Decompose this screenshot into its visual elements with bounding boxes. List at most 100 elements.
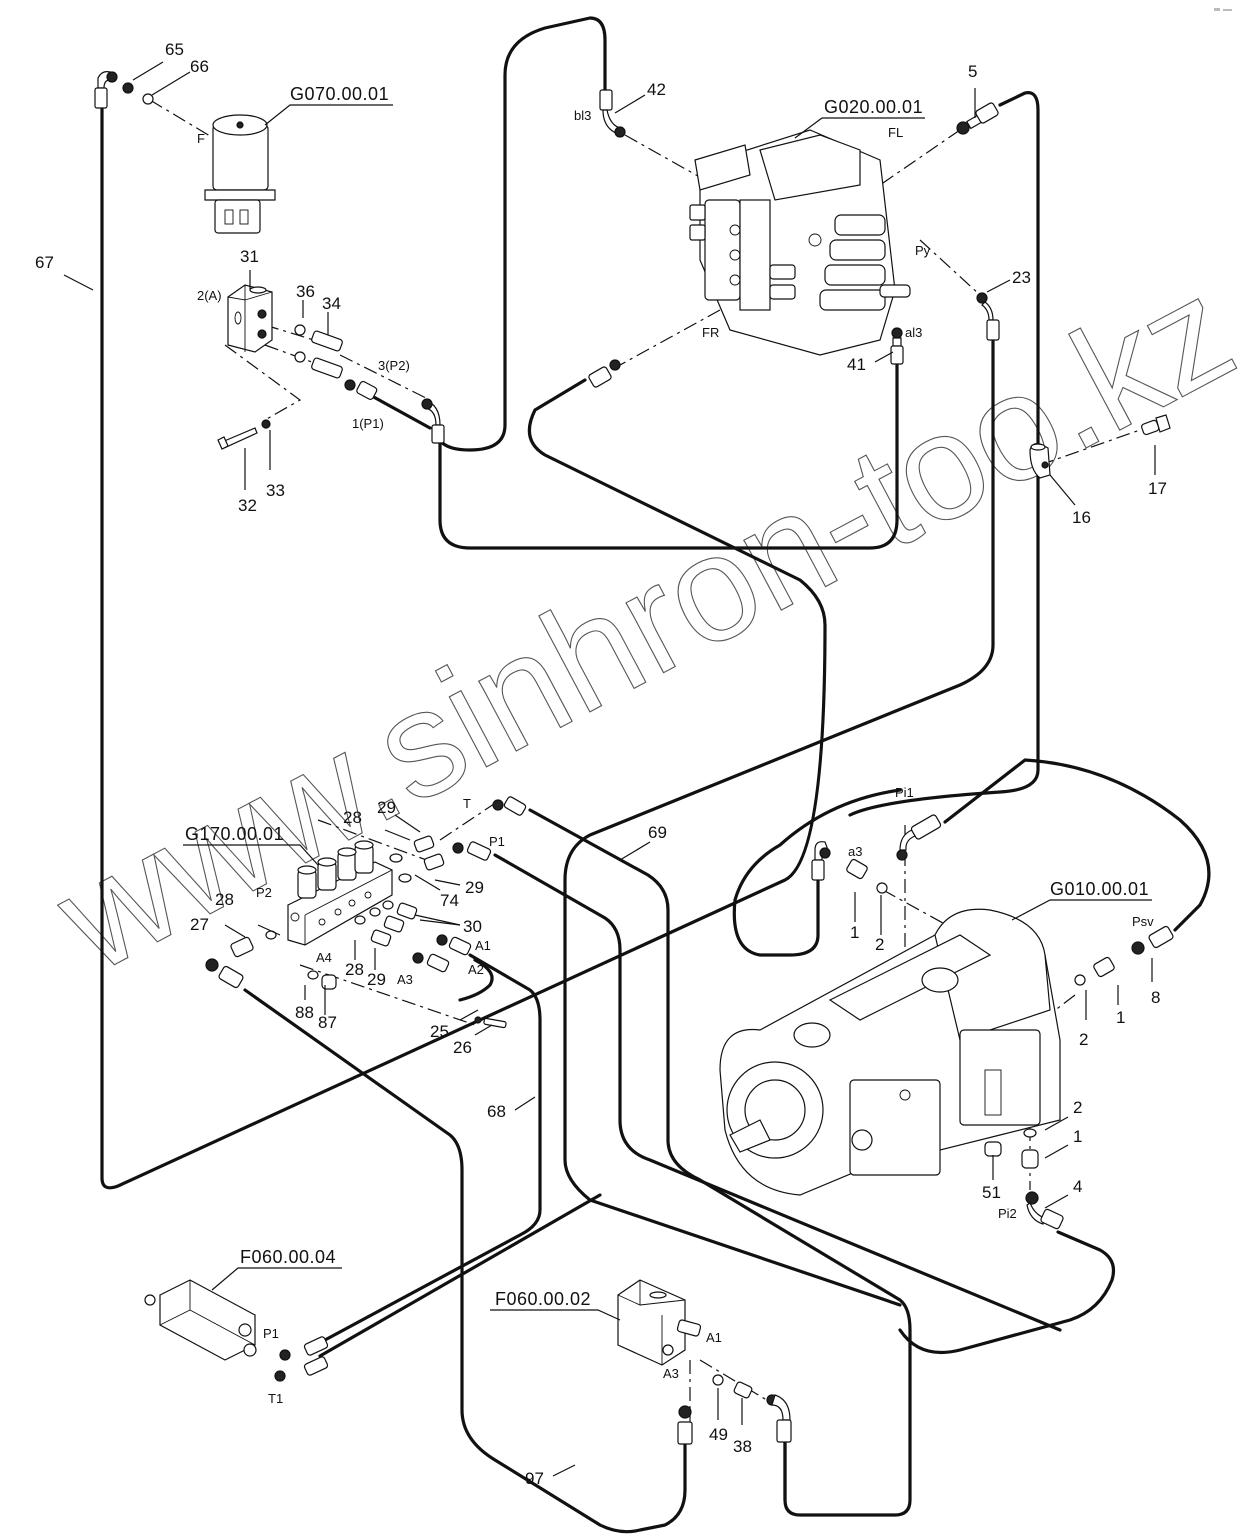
port-py: Py: [915, 243, 931, 258]
callout-2-a: 2: [875, 935, 884, 954]
leader-lines: [63, 61, 1156, 1477]
callout-17: 17: [1148, 479, 1167, 498]
main-pump-g010: [719, 908, 1061, 1196]
bolt-17: [1141, 414, 1171, 436]
port-psv: Psv: [1132, 914, 1154, 929]
control-valve-g020: [689, 129, 911, 356]
port-p2-g170: P2: [256, 885, 272, 900]
callout-1-c: 1: [1073, 1127, 1082, 1146]
port-a4-g170: A4: [316, 950, 332, 965]
pipe-5: [848, 91, 1040, 817]
pipe-a2: [458, 958, 494, 1002]
callout-2-c: 2: [1073, 1098, 1082, 1117]
label-f060-00-02: F060.00.02: [495, 1289, 591, 1309]
callout-32: 32: [238, 496, 257, 515]
pipe-68: [323, 953, 542, 1342]
valve-f060-00-04: [144, 1279, 329, 1382]
callout-68: 68: [487, 1102, 506, 1121]
callout-34: 34: [322, 294, 341, 313]
callout-31: 31: [240, 247, 259, 266]
bolt-32: [217, 419, 271, 450]
pipe-69: [528, 808, 912, 1517]
fittings-34: [294, 324, 445, 444]
fitting-23: [976, 292, 1000, 341]
callout-29-c: 29: [367, 970, 386, 989]
port-p1-g170: P1: [489, 834, 505, 849]
label-f060-00-04: F060.00.04: [240, 1247, 336, 1267]
fitting-41: [890, 327, 904, 365]
label-g170: G170.00.01: [185, 824, 284, 844]
port-pi1: Pi1: [895, 785, 914, 800]
callout-numbers: 65 66 67 42 5 31 36 34 32 33 23 41 16 17…: [35, 40, 1167, 1488]
fittings-g170: [205, 796, 527, 1029]
port-a3-f02: A3: [663, 1366, 679, 1381]
pipe-23: [563, 338, 995, 1307]
port-pi2: Pi2: [998, 1206, 1017, 1221]
pipe-t1: [318, 1193, 602, 1358]
corner-mark: [1214, 8, 1232, 11]
callout-28-b: 28: [215, 890, 234, 909]
callout-23: 23: [1012, 268, 1031, 287]
label-g020: G020.00.01: [824, 97, 923, 117]
port-a3: a3: [848, 844, 862, 859]
callout-2-b: 2: [1079, 1030, 1088, 1049]
port-a1-g170: A1: [475, 938, 491, 953]
callout-1-b: 1: [1116, 1008, 1125, 1027]
pipe-a3-loop: [732, 788, 902, 957]
port-2a: 2(A): [197, 288, 222, 303]
port-a3-g170: A3: [397, 972, 413, 987]
pipe-pi2: [898, 1230, 1116, 1355]
pipe-p1-g170: [493, 853, 1062, 1332]
port-fr: FR: [702, 325, 719, 340]
callout-51: 51: [982, 1183, 1001, 1202]
callout-5: 5: [968, 62, 977, 81]
valve-f060-00-02: [617, 1279, 792, 1445]
callout-28-a: 28: [343, 808, 362, 827]
callout-41: 41: [847, 355, 866, 374]
swivel-joint-g070: [204, 114, 276, 234]
callout-16: 16: [1072, 508, 1091, 527]
callout-29-a: 29: [377, 798, 396, 817]
fitting-fr: [588, 359, 621, 388]
port-t: T: [463, 796, 471, 811]
callout-87: 87: [318, 1013, 337, 1032]
port-bl3: bl3: [574, 108, 591, 123]
label-g010: G010.00.01: [1050, 879, 1149, 899]
port-1p1: 1(P1): [352, 416, 384, 431]
valve-block-31: [227, 284, 273, 353]
callout-26: 26: [453, 1038, 472, 1057]
pipe-67: [100, 106, 827, 1190]
fitting-5: [956, 102, 999, 135]
port-a1-f02: A1: [706, 1330, 722, 1345]
port-a2-g170: A2: [468, 962, 484, 977]
port-fl: FL: [888, 125, 903, 140]
callout-4: 4: [1073, 1177, 1082, 1196]
label-g070: G070.00.01: [290, 84, 389, 104]
callout-30: 30: [463, 917, 482, 936]
callout-97: 97: [525, 1469, 544, 1488]
pipe-41: [438, 360, 899, 550]
callout-25: 25: [430, 1022, 449, 1041]
callout-74: 74: [440, 891, 459, 910]
callout-65: 65: [165, 40, 184, 59]
callout-66: 66: [190, 57, 209, 76]
callout-38: 38: [733, 1437, 752, 1456]
fittings-g010: [811, 814, 1174, 1230]
callout-36: 36: [296, 282, 315, 301]
callout-29-b: 29: [465, 878, 484, 897]
callout-42: 42: [647, 80, 666, 99]
callout-33: 33: [266, 481, 285, 500]
port-f: F: [197, 131, 205, 146]
callout-69: 69: [648, 823, 667, 842]
clamp-16: [1029, 443, 1051, 479]
port-t1-f04: T1: [268, 1391, 283, 1406]
callout-28-c: 28: [345, 960, 364, 979]
solenoid-valve-g170: [287, 840, 393, 946]
pipe-97: [243, 988, 687, 1534]
pipes: [100, 16, 1211, 1534]
port-al3: al3: [905, 325, 922, 340]
pipe-pi1: [943, 758, 1211, 932]
pipe-1p1: [368, 393, 432, 430]
fitting-65: [94, 71, 154, 109]
